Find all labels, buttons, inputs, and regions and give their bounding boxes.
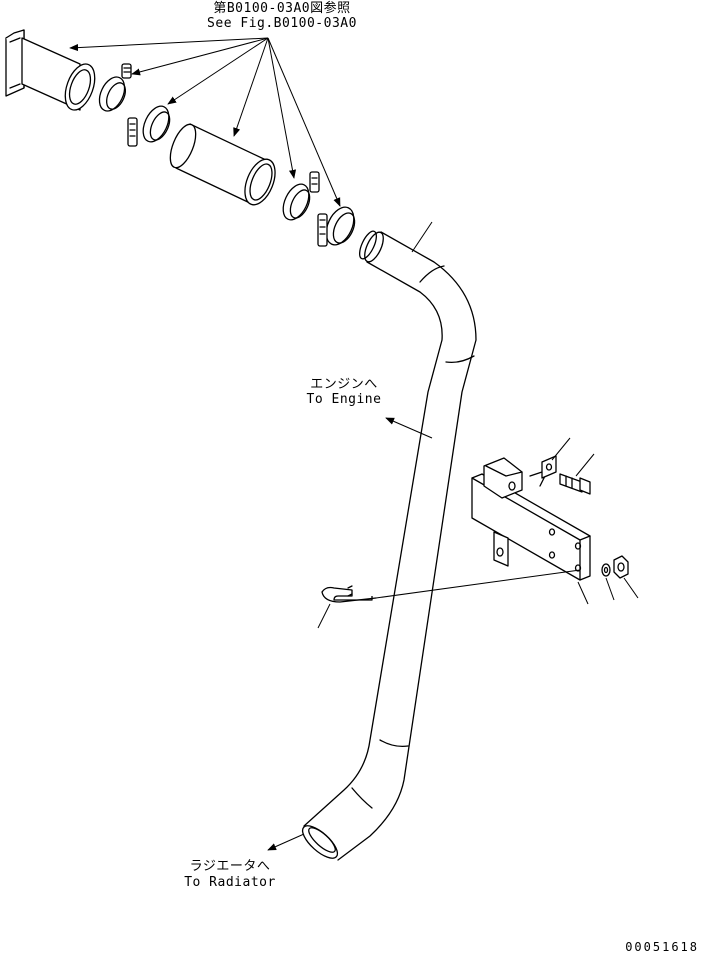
to-engine-label-jp: エンジンへ: [310, 377, 378, 392]
drawing-number: 00051618: [625, 940, 699, 954]
rubber-hose: [169, 123, 276, 206]
hose-clamp-1: [98, 63, 132, 112]
hose-clamp-2: [127, 105, 171, 147]
to-radiator-label-en: To Radiator: [184, 875, 276, 890]
water-pipe: [301, 221, 477, 861]
to-radiator-arrow: [267, 833, 305, 851]
bracket-fasteners: [541, 437, 639, 605]
to-engine-arrow: [385, 417, 433, 439]
reference-leader-lines: [69, 37, 341, 207]
to-radiator-label-jp: ラジエータへ: [189, 859, 271, 874]
reference-label-jp: 第B0100-03A0図参照: [213, 1, 351, 16]
hose-clamp-4: [317, 206, 356, 247]
flange-pipe-stub: [5, 29, 96, 111]
to-engine-label-en: To Engine: [306, 392, 382, 407]
mounting-bracket: [471, 457, 591, 581]
hose-clamp-3: [282, 171, 320, 221]
pipe-clip: [317, 569, 581, 629]
reference-label-en: See Fig.B0100-03A0: [207, 16, 357, 31]
